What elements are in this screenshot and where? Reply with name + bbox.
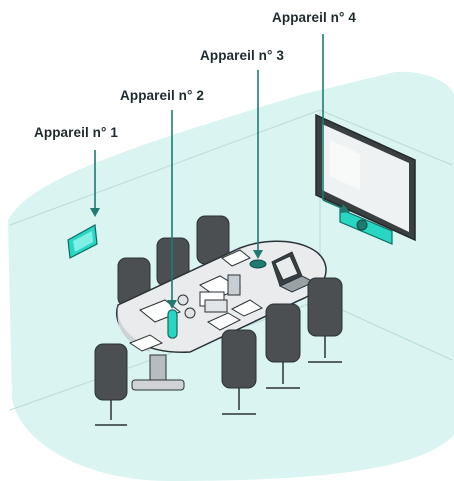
device-4-video-bar — [339, 208, 393, 245]
device-4-arrow — [322, 34, 350, 213]
table-items — [128, 249, 316, 352]
wall-display — [315, 113, 416, 242]
device-3-table-puck — [249, 259, 267, 269]
device-1-wall-panel — [67, 224, 98, 259]
device-3-label: Appareil n° 3 — [200, 48, 284, 63]
device-1-label: Appareil n° 1 — [34, 125, 118, 140]
device-2-arrow — [167, 110, 177, 309]
device-2-table-speaker — [167, 309, 178, 339]
chair-bases — [95, 336, 342, 426]
front-chairs — [94, 277, 343, 401]
device-3-arrow — [253, 70, 263, 259]
device-2-label: Appareil n° 2 — [120, 88, 204, 103]
device-4-label: Appareil n° 4 — [272, 10, 356, 25]
device-1-arrow — [90, 150, 100, 217]
